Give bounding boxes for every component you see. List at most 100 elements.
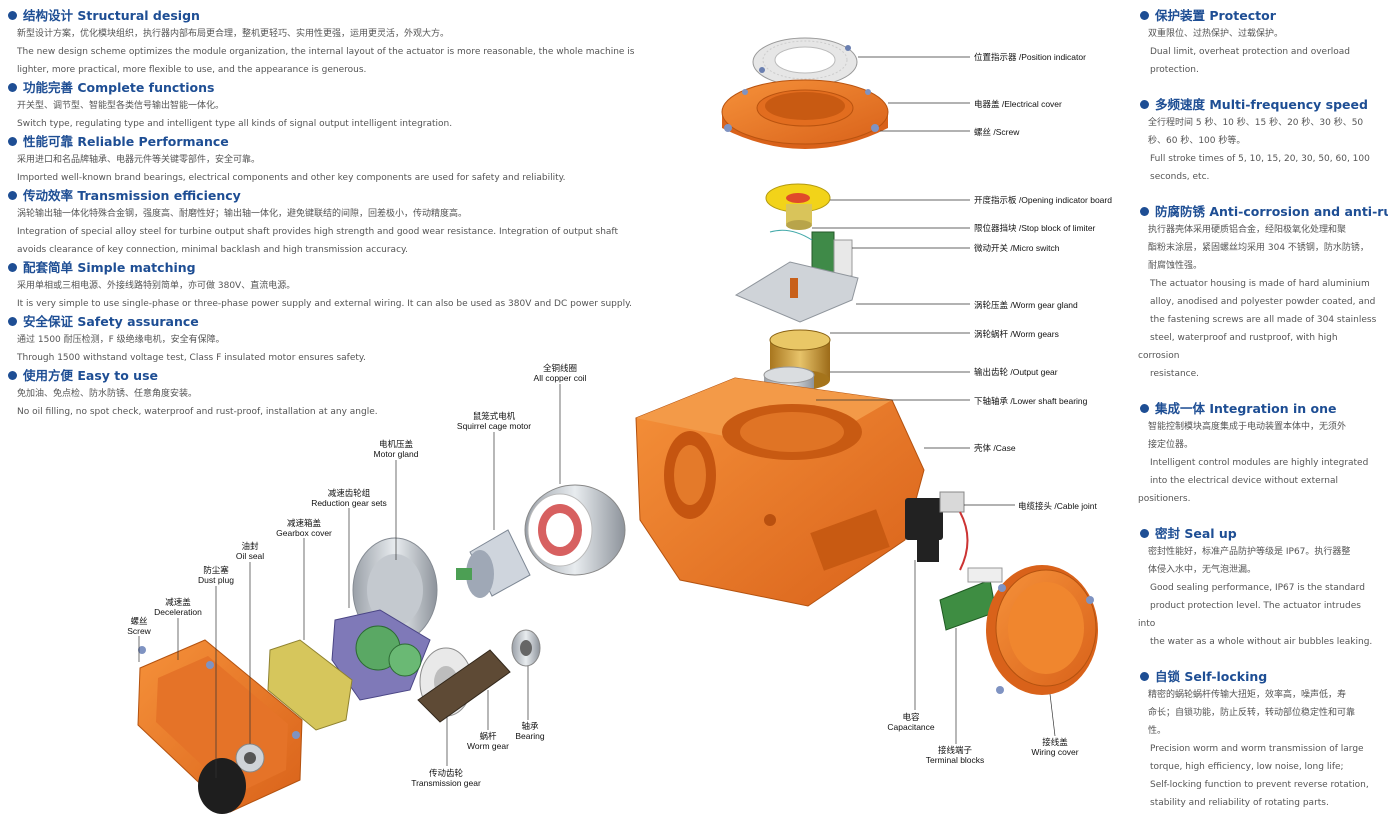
terminal-blocks-part <box>939 567 1003 631</box>
feature-line: The new design scheme optimizes the modu… <box>17 47 635 57</box>
feature-line: Good sealing performance, IP67 is the st… <box>1150 583 1365 593</box>
label-output-gear: 输出齿轮 /Output gear <box>974 367 1058 377</box>
feature-block: 结构设计 Structural design 新型设计方案，优化模块组织，执行器内… <box>5 7 635 79</box>
feature-block: 保护装置 Protector 双重限位、过热保护、过载保护。 Dual limit,… <box>1138 7 1378 79</box>
feature-title-text: 使用方便 Easy to use <box>23 368 158 383</box>
feature-title: 功能完善 Complete functions <box>5 79 635 97</box>
feature-line: Intelligent control modules are highly i… <box>1150 458 1369 468</box>
feature-title: 性能可靠 Reliable Performance <box>5 133 635 151</box>
feature-line: 双重限位、过热保护、过载保护。 <box>1148 29 1284 39</box>
feature-block: 性能可靠 Reliable Performance 采用进口和名品牌轴承、电器元件… <box>5 133 635 187</box>
feature-block: 配套简单 Simple matching 采用单相或三相电源、外接线路特别简单，亦… <box>5 259 635 313</box>
feature-line: 采用进口和名品牌轴承、电器元件等关键零部件，安全可靠。 <box>17 155 261 165</box>
feature-line: 酯粉末涂层，紧固螺丝均采用 304 不锈钢，防水防锈， <box>1148 243 1369 253</box>
feature-title: 防腐防锈 Anti-corrosion and anti-rust <box>1138 203 1388 221</box>
feature-line: torque, high efficiency, low noise, long… <box>1150 762 1344 772</box>
feature-line: Dual limit, overheat protection and over… <box>1150 47 1351 57</box>
feature-line: Imported well-known brand bearings, elec… <box>17 173 566 183</box>
bullet-dot-icon <box>1140 207 1149 216</box>
feature-line: protection. <box>1150 65 1199 75</box>
feature-line: the water as a whole without air bubbles… <box>1150 637 1373 647</box>
feature-title: 结构设计 Structural design <box>5 7 635 25</box>
feature-line: 新型设计方案，优化模块组织，执行器内部布局更合理，整机更轻巧、实用性更强，运用更… <box>17 29 450 39</box>
feature-line: 智能控制模块高度集成于电动装置本体中，无须外 <box>1148 422 1347 432</box>
gearbox-cover-part <box>267 639 353 731</box>
feature-title: 传动效率 Transmission efficiency <box>5 187 635 205</box>
feature-line: No oil filling, no spot check, waterproo… <box>17 407 378 417</box>
deceleration-cover-part <box>137 639 303 813</box>
feature-line: Full stroke times of 5, 10, 15, 20, 30, … <box>1150 154 1370 164</box>
feature-title: 集成一体 Integration in one <box>1138 400 1378 418</box>
feature-line: 开关型、调节型、智能型各类信号输出智能一体化。 <box>17 101 225 111</box>
feature-line: stability and reliability of rotating pa… <box>1150 798 1329 808</box>
feature-line: 精密的蜗轮蜗杆传输大扭矩，效率高，噪声低，寿 <box>1148 690 1347 700</box>
feature-line: Self-locking function to prevent reverse… <box>1150 780 1369 790</box>
feature-line: into the electrical device without exter… <box>1138 476 1338 504</box>
label-micro-switch: 微动开关 /Micro switch <box>974 243 1060 253</box>
label-lower-shaft-bearing: 下轴轴承 /Lower shaft bearing <box>974 396 1088 406</box>
feature-line: lighter, more practical, more flexible t… <box>17 65 367 75</box>
bullet-dot-icon <box>8 137 17 146</box>
feature-line: 免加油、免点检、防水防锈、任意角度安装。 <box>17 389 198 399</box>
feature-title-text: 安全保证 Safety assurance <box>23 314 199 329</box>
feature-line: 命长；自锁功能，防止反转，转动部位稳定性和可靠 <box>1148 708 1356 718</box>
label-stop-block: 限位器挡块 /Stop block of limiter <box>974 223 1096 233</box>
feature-line: 接定位器。 <box>1148 440 1194 450</box>
bullet-dot-icon <box>1140 11 1149 20</box>
feature-line: 密封性能好，标准产品防护等级是 IP67。执行器整 <box>1148 547 1351 557</box>
feature-line: 采用单相或三相电源、外接线路特别简单，亦可做 380V、直流电源。 <box>17 281 296 291</box>
bullet-dot-icon <box>1140 672 1149 681</box>
feature-block: 功能完善 Complete functions 开关型、调节型、智能型各类信号输出… <box>5 79 635 133</box>
feature-title-text: 结构设计 Structural design <box>23 8 200 23</box>
wiring-cover-part <box>986 565 1098 695</box>
feature-line: 涡轮输出轴一体化特殊合金钢，强度高、耐磨性好；输出轴一体化，避免键联结的间隙，回… <box>17 209 468 219</box>
feature-line: the fastening screws are all made of 304… <box>1150 315 1377 325</box>
feature-line: avoids clearance of key connection, mini… <box>17 245 408 255</box>
feature-line: 通过 1500 耐压检测，F 级绝缘电机，安全有保障。 <box>17 335 225 345</box>
capacitance-part <box>917 540 939 562</box>
feature-line: 耐腐蚀性强。 <box>1148 261 1203 271</box>
feature-title: 保护装置 Protector <box>1138 7 1378 25</box>
feature-line: 秒、60 秒、100 秒等。 <box>1148 136 1246 146</box>
feature-line: 全行程时间 5 秒、10 秒、15 秒、20 秒、30 秒、50 <box>1148 118 1364 128</box>
bullet-dot-icon <box>8 83 17 92</box>
feature-title-text: 集成一体 Integration in one <box>1155 401 1337 416</box>
cable-joint-part <box>905 491 969 571</box>
feature-line: alloy, anodised and polyester powder coa… <box>1150 297 1376 307</box>
feature-block: 传动效率 Transmission efficiency 涡轮输出轴一体化特殊合金… <box>5 187 635 259</box>
feature-title-text: 防腐防锈 Anti-corrosion and anti-rust <box>1155 204 1388 219</box>
feature-title-text: 传动效率 Transmission efficiency <box>23 188 241 203</box>
position-indicator-part <box>752 37 858 87</box>
label-screw-top: 螺丝 /Screw <box>974 127 1020 137</box>
feature-block: 安全保证 Safety assurance 通过 1500 耐压检测，F 级绝缘电… <box>5 313 635 367</box>
feature-line: steel, waterproof and rustproof, with hi… <box>1138 333 1338 361</box>
feature-title-text: 配套简单 Simple matching <box>23 260 196 275</box>
feature-title: 使用方便 Easy to use <box>5 367 635 385</box>
bullet-dot-icon <box>1140 529 1149 538</box>
label-case: 壳体 /Case <box>974 443 1016 453</box>
feature-line: 性。 <box>1148 726 1167 736</box>
label-electrical-cover: 电器盖 /Electrical cover <box>974 99 1062 109</box>
feature-title: 配套简单 Simple matching <box>5 259 635 277</box>
feature-title: 安全保证 Safety assurance <box>5 313 635 331</box>
feature-line: The actuator housing is made of hard alu… <box>1150 279 1370 289</box>
bullet-dot-icon <box>8 317 17 326</box>
features-left-column: 结构设计 Structural design 新型设计方案，优化模块组织，执行器内… <box>5 7 635 421</box>
label-position-indicator: 位置指示器 /Position indicator <box>974 52 1086 62</box>
reduction-gear-sets-part <box>331 609 431 701</box>
feature-line: Switch type, regulating type and intelli… <box>17 119 453 129</box>
feature-title-text: 功能完善 Complete functions <box>23 80 215 95</box>
feature-line: resistance. <box>1150 369 1200 379</box>
worm-gear-part <box>417 649 511 723</box>
feature-line: It is very simple to use single-phase or… <box>17 299 633 309</box>
